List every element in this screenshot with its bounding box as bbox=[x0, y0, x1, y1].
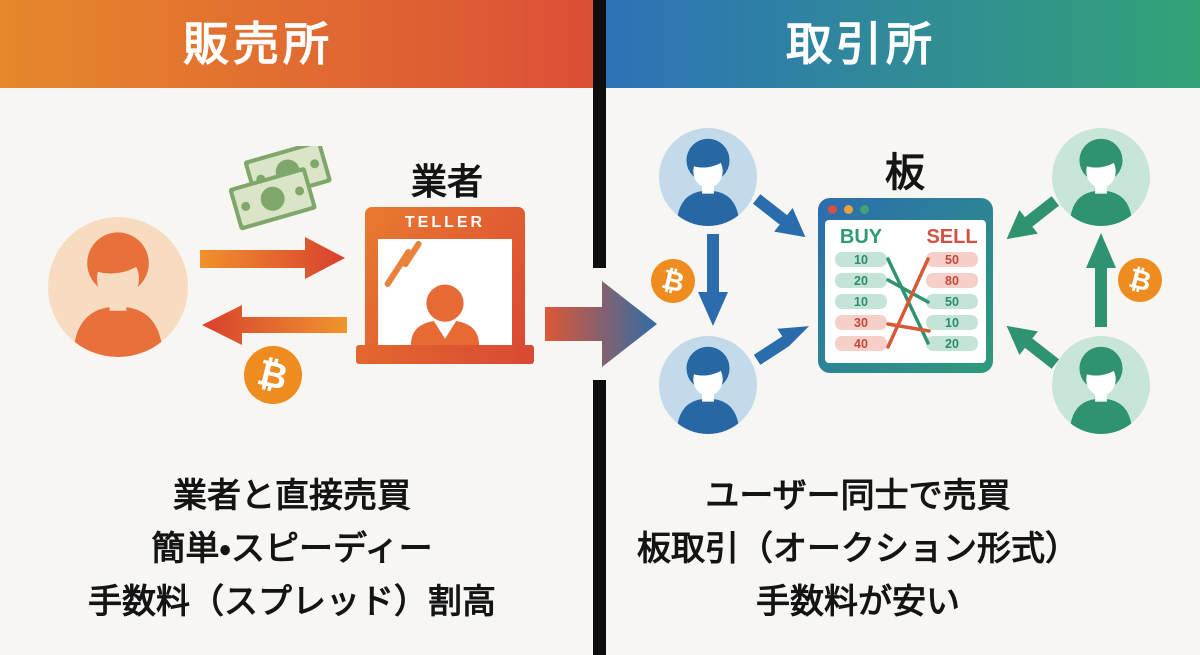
left-description: 業者と直接売買 簡単・スピーディー 手数料（スプレッド）割高 bbox=[88, 470, 496, 629]
sell-order-value: 50 bbox=[926, 294, 978, 309]
teller-counter-ledge bbox=[356, 345, 534, 364]
green-arrow-to-board-icon bbox=[1006, 196, 1060, 240]
teller-sign-label: TELLER bbox=[404, 214, 486, 231]
middle-transition-arrow-icon bbox=[545, 281, 657, 367]
bitcoin-symbol: ₿ bbox=[1125, 262, 1155, 297]
order-book-window: BUY 10 20 10 30 40 SELL 50 80 50 10 20 bbox=[818, 198, 993, 373]
user-avatar-green-top bbox=[1052, 128, 1150, 226]
buy-order-value: 30 bbox=[835, 315, 887, 330]
sell-column-header: SELL bbox=[926, 226, 978, 248]
window-dot-green-icon bbox=[860, 205, 869, 214]
bitcoin-icon: ₿ bbox=[651, 259, 695, 303]
buy-column: BUY 10 20 10 30 40 bbox=[835, 226, 887, 351]
teller-person-icon bbox=[410, 284, 480, 345]
buy-column-header: BUY bbox=[839, 226, 883, 248]
green-arrow-to-board-icon bbox=[1006, 325, 1060, 369]
blue-arrow-to-board-icon bbox=[753, 326, 809, 365]
order-book-panel: BUY 10 20 10 30 40 SELL 50 80 50 10 20 bbox=[825, 220, 986, 363]
user-avatar-green-bottom bbox=[1052, 336, 1150, 434]
vendor-label: 業者 bbox=[410, 161, 484, 202]
blue-down-arrow-icon bbox=[698, 234, 728, 326]
buy-order-value: 20 bbox=[835, 273, 887, 288]
money-bills-icon bbox=[228, 146, 333, 231]
right-header-banner bbox=[600, 0, 1200, 88]
sell-order-value: 20 bbox=[926, 336, 978, 351]
customer-avatar bbox=[48, 217, 188, 357]
user-avatar-blue-top bbox=[659, 128, 757, 226]
sell-order-value: 80 bbox=[926, 273, 978, 288]
right-description-line: ユーザー同士で売買 bbox=[705, 477, 1011, 515]
left-header-title: 販売所 bbox=[183, 18, 333, 70]
teller-window bbox=[378, 239, 512, 345]
teller-booth: TELLER bbox=[356, 207, 534, 372]
left-header-banner bbox=[0, 0, 600, 88]
left-description-line: 手数料（スプレッド）割高 bbox=[88, 583, 496, 621]
right-description-line: 板取引（オークション形式） bbox=[637, 530, 1079, 568]
buy-order-value: 10 bbox=[835, 294, 887, 309]
window-dot-yellow-icon bbox=[844, 205, 853, 214]
blue-arrow-to-board-icon bbox=[752, 194, 806, 238]
bitcoin-symbol: ₿ bbox=[253, 351, 293, 398]
right-description-line: 手数料が安い bbox=[756, 583, 960, 621]
order-board-label: 板 bbox=[885, 151, 925, 195]
left-description-line: 業者と直接売買 bbox=[173, 477, 411, 515]
right-header-title: 取引所 bbox=[786, 18, 936, 70]
sell-order-value: 50 bbox=[926, 252, 978, 267]
buy-order-value: 10 bbox=[835, 252, 887, 267]
bitcoin-icon: ₿ bbox=[244, 346, 302, 404]
divider-top bbox=[593, 0, 606, 268]
bitcoin-symbol: ₿ bbox=[658, 263, 688, 298]
window-dot-red-icon bbox=[828, 205, 837, 214]
buy-order-value: 40 bbox=[835, 336, 887, 351]
divider-bottom bbox=[593, 380, 606, 655]
sell-order-value: 10 bbox=[926, 315, 978, 330]
coin-to-customer-arrow-icon bbox=[202, 305, 347, 345]
right-description: ユーザー同士で売買 板取引（オークション形式） 手数料が安い bbox=[637, 470, 1079, 629]
left-description-line: 簡単・スピーディー bbox=[151, 530, 433, 568]
user-avatar-blue-bottom bbox=[659, 336, 757, 434]
bitcoin-icon: ₿ bbox=[1118, 258, 1162, 302]
sell-column: SELL 50 80 50 10 20 bbox=[926, 226, 978, 351]
cash-to-dealer-arrow-icon bbox=[200, 237, 345, 279]
green-up-arrow-icon bbox=[1086, 233, 1116, 327]
